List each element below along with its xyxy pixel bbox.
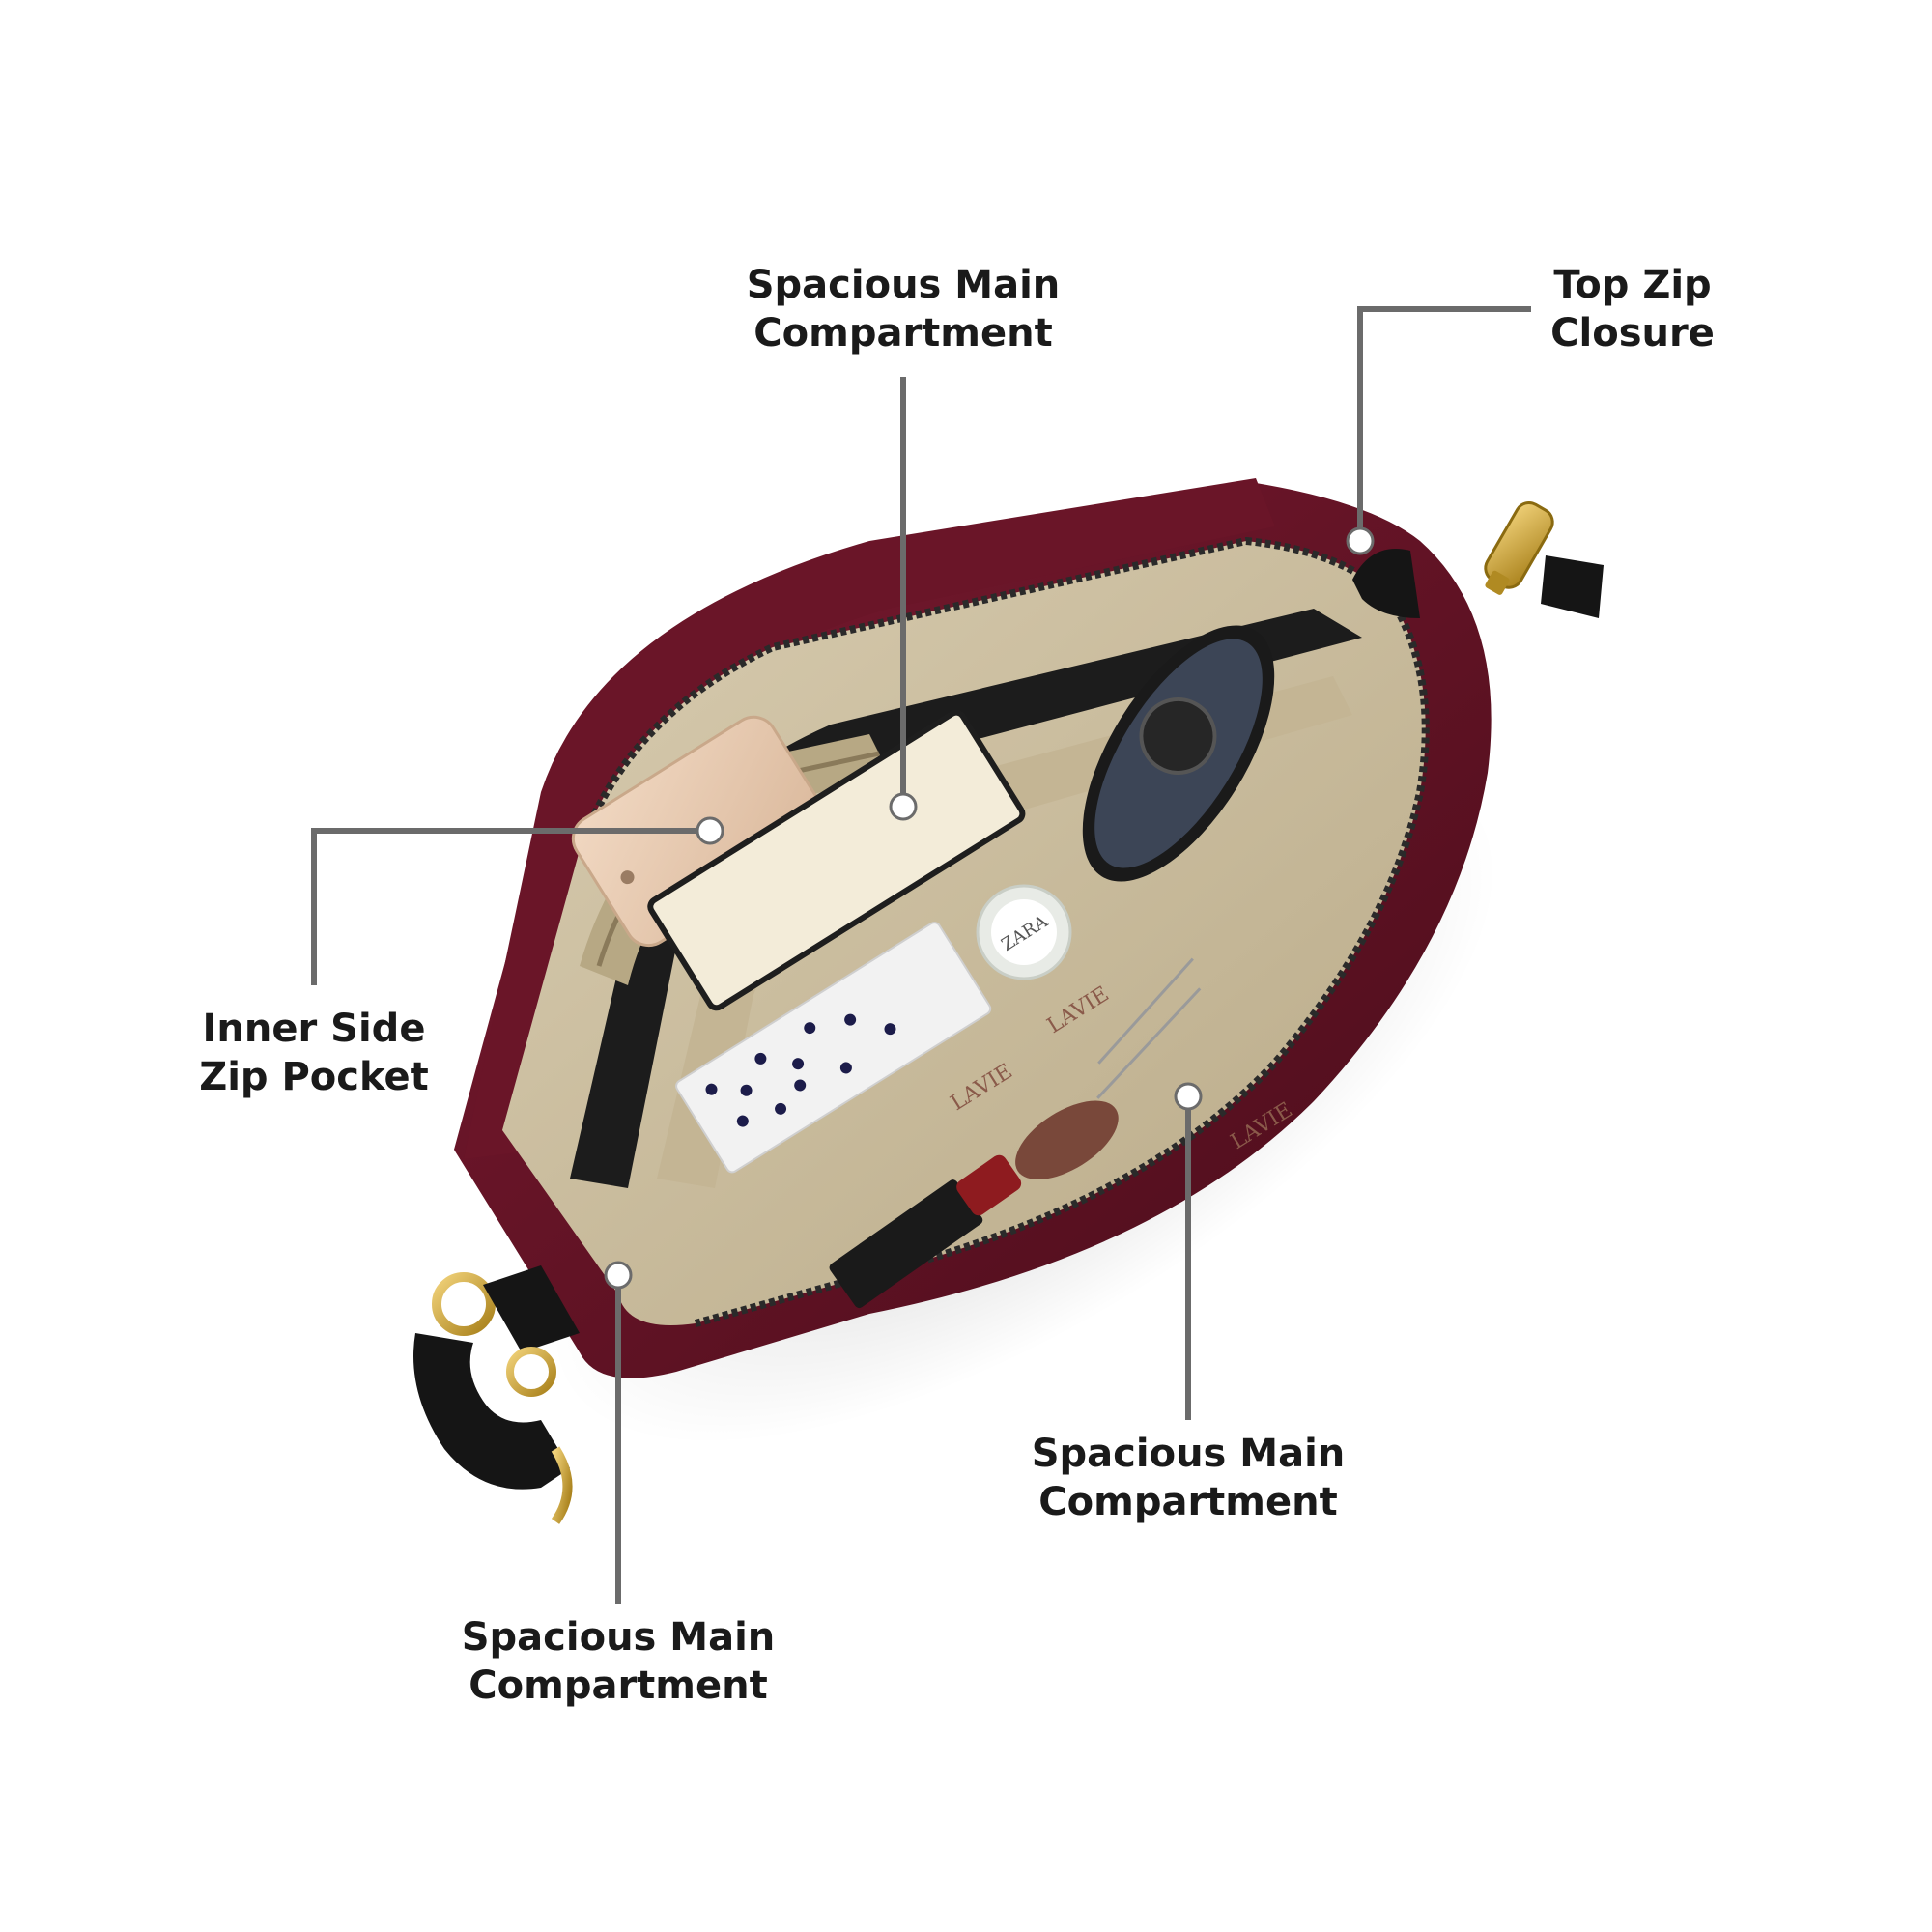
callout-inner-side: [311, 816, 724, 985]
zip-puller: [1484, 500, 1554, 595]
left-flap: [464, 478, 1275, 1159]
strap-stub-top: [1541, 555, 1604, 618]
sunglasses: [1015, 957, 1202, 1179]
label-top-main: Spacious Main Compartment: [710, 261, 1096, 357]
label-right-main: Spacious Main Compartment: [995, 1430, 1381, 1526]
compact-case: [1082, 625, 1275, 882]
perfume-bottle: ZARA: [976, 884, 1072, 980]
label-top-zip: Top Zip Closure: [1512, 261, 1753, 357]
label-bottom-main-line1: Spacious Main: [461, 1615, 776, 1660]
star-card-box: [675, 922, 992, 1174]
right-zipper-track: [694, 596, 1430, 1327]
label-top-main-line1: Spacious Main: [746, 263, 1061, 307]
callout-top-zip: [1346, 306, 1531, 555]
label-top-main-line2: Compartment: [753, 311, 1053, 355]
label-inner-side-line2: Zip Pocket: [199, 1055, 429, 1099]
lipstick: [829, 1154, 1022, 1309]
callout-right-main: [1174, 1082, 1203, 1420]
label-right-main-line1: Spacious Main: [1031, 1432, 1346, 1476]
strap-bottom-left: [413, 1265, 580, 1524]
label-top-zip-line1: Top Zip: [1553, 263, 1712, 307]
label-bottom-main: Spacious Main Compartment: [425, 1613, 811, 1710]
label-right-main-line2: Compartment: [1038, 1480, 1338, 1524]
label-inner-side: Inner Side Zip Pocket: [155, 1005, 473, 1101]
label-top-zip-line2: Closure: [1550, 311, 1715, 355]
notebook: [647, 709, 1026, 1011]
label-inner-side-line1: Inner Side: [202, 1007, 426, 1051]
label-bottom-main-line2: Compartment: [469, 1663, 768, 1708]
strap-tab-top: [1352, 549, 1420, 618]
callout-bottom-main: [604, 1261, 633, 1604]
top-zipper-track: [576, 536, 1394, 852]
callout-top-main: [889, 377, 918, 821]
